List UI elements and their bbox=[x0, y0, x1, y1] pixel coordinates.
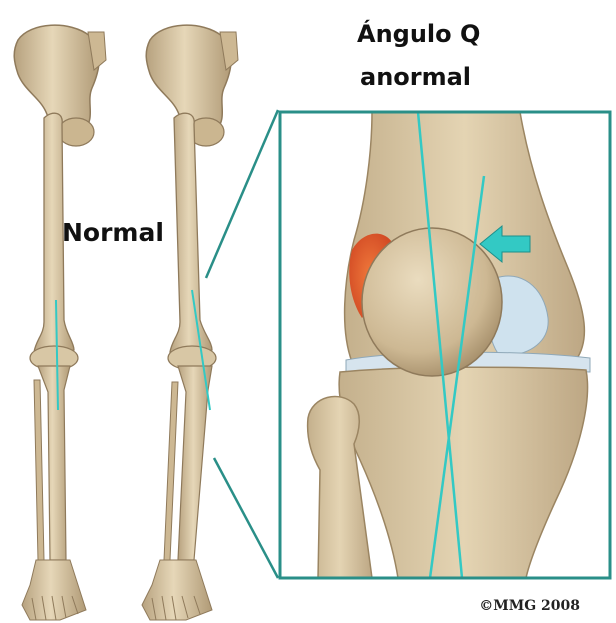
normal-label: Normal bbox=[62, 218, 164, 247]
abnormal-leg bbox=[142, 25, 238, 620]
normal-leg bbox=[14, 25, 106, 620]
foot-middle bbox=[142, 560, 212, 620]
copyright-notice: ©MMG 2008 bbox=[479, 598, 580, 614]
title-line1: Ángulo Q bbox=[357, 20, 480, 48]
title-line2: anormal bbox=[360, 63, 471, 91]
femur-middle bbox=[170, 113, 212, 352]
zoom-connector-bottom bbox=[214, 458, 278, 578]
zoomed-knee-panel bbox=[280, 112, 610, 578]
